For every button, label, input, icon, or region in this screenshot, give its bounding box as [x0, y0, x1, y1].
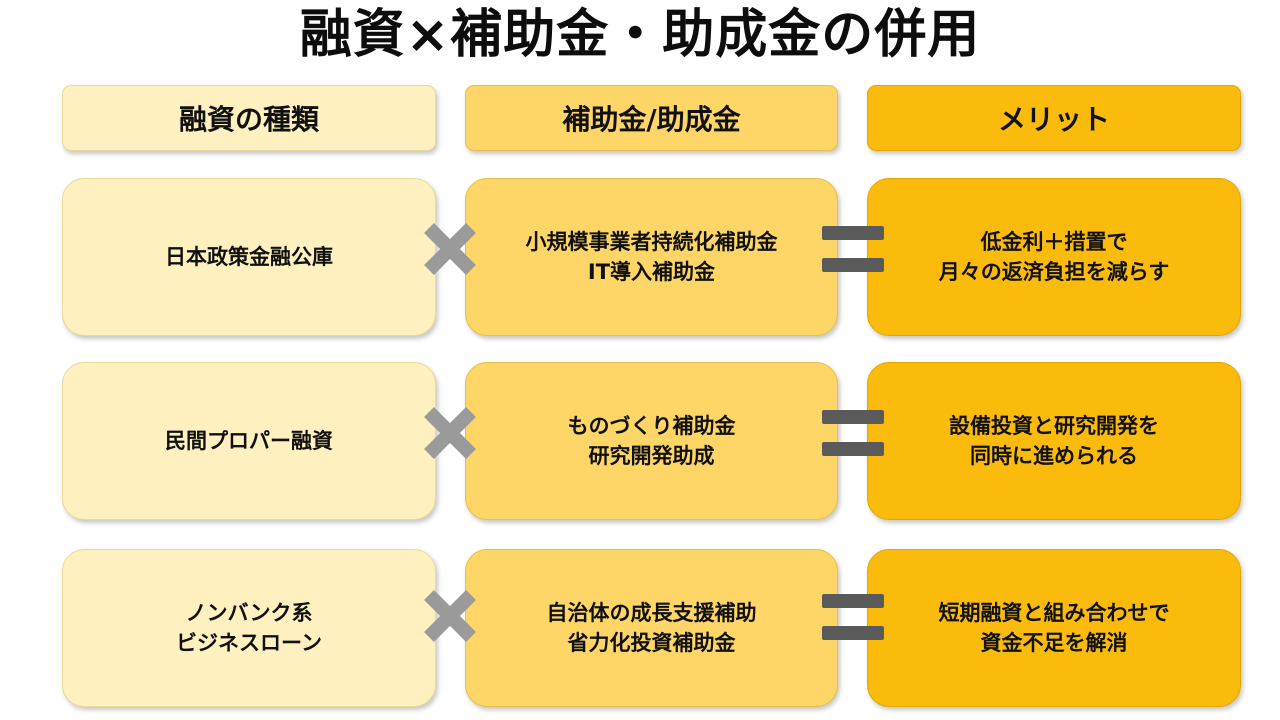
- merit-text-2: 設備投資と研究開発を 同時に進められる: [949, 414, 1159, 468]
- merit-text-3: 短期融資と組み合わせで 資金不足を解消: [938, 601, 1170, 655]
- subsidy-text-3: 自治体の成長支援補助 省力化投資補助金: [546, 601, 757, 655]
- merit-cell-3: 短期融資と組み合わせで 資金不足を解消: [867, 549, 1241, 707]
- loan-cell-3: ノンバンク系 ビジネスローン: [62, 549, 436, 707]
- equals-bar-bottom: [822, 626, 884, 640]
- header-subsidy-label: 補助金/助成金: [562, 103, 741, 136]
- header-loan-type-label: 融資の種類: [178, 103, 319, 136]
- times-icon: [424, 223, 476, 275]
- equals-bar-top: [822, 410, 884, 424]
- subsidy-cell-2: ものづくり補助金 研究開発助成: [465, 362, 838, 520]
- subsidy-cell-1: 小規模事業者持続化補助金 IT導入補助金: [465, 178, 838, 336]
- loan-text-3: ノンバンク系 ビジネスローン: [176, 601, 322, 655]
- merit-text-1: 低金利＋措置で 月々の返済負担を減らす: [938, 230, 1170, 284]
- header-subsidy: 補助金/助成金: [465, 85, 838, 151]
- equals-icon: [822, 594, 884, 640]
- equals-bar-top: [822, 594, 884, 608]
- header-merit-label: メリット: [997, 103, 1110, 136]
- merit-cell-1: 低金利＋措置で 月々の返済負担を減らす: [867, 178, 1241, 336]
- subsidy-text-2: ものづくり補助金 研究開発助成: [567, 414, 736, 468]
- equals-bar-bottom: [822, 258, 884, 272]
- merit-cell-2: 設備投資と研究開発を 同時に進められる: [867, 362, 1241, 520]
- equals-bar-top: [822, 226, 884, 240]
- equals-icon: [822, 226, 884, 272]
- equals-bar-bottom: [822, 442, 884, 456]
- header-loan-type: 融資の種類: [62, 85, 436, 151]
- equals-icon: [822, 410, 884, 456]
- loan-cell-1: 日本政策金融公庫: [62, 178, 436, 336]
- page-title: 融資×補助金・助成金の併用: [299, 5, 981, 65]
- times-icon: [424, 590, 476, 642]
- subsidy-cell-3: 自治体の成長支援補助 省力化投資補助金: [465, 549, 838, 707]
- loan-text-1: 日本政策金融公庫: [165, 245, 333, 269]
- subsidy-text-1: 小規模事業者持続化補助金 IT導入補助金: [525, 230, 778, 284]
- header-merit: メリット: [867, 85, 1241, 151]
- loan-cell-2: 民間プロパー融資: [62, 362, 436, 520]
- loan-text-2: 民間プロパー融資: [165, 429, 333, 453]
- times-icon: [424, 407, 476, 459]
